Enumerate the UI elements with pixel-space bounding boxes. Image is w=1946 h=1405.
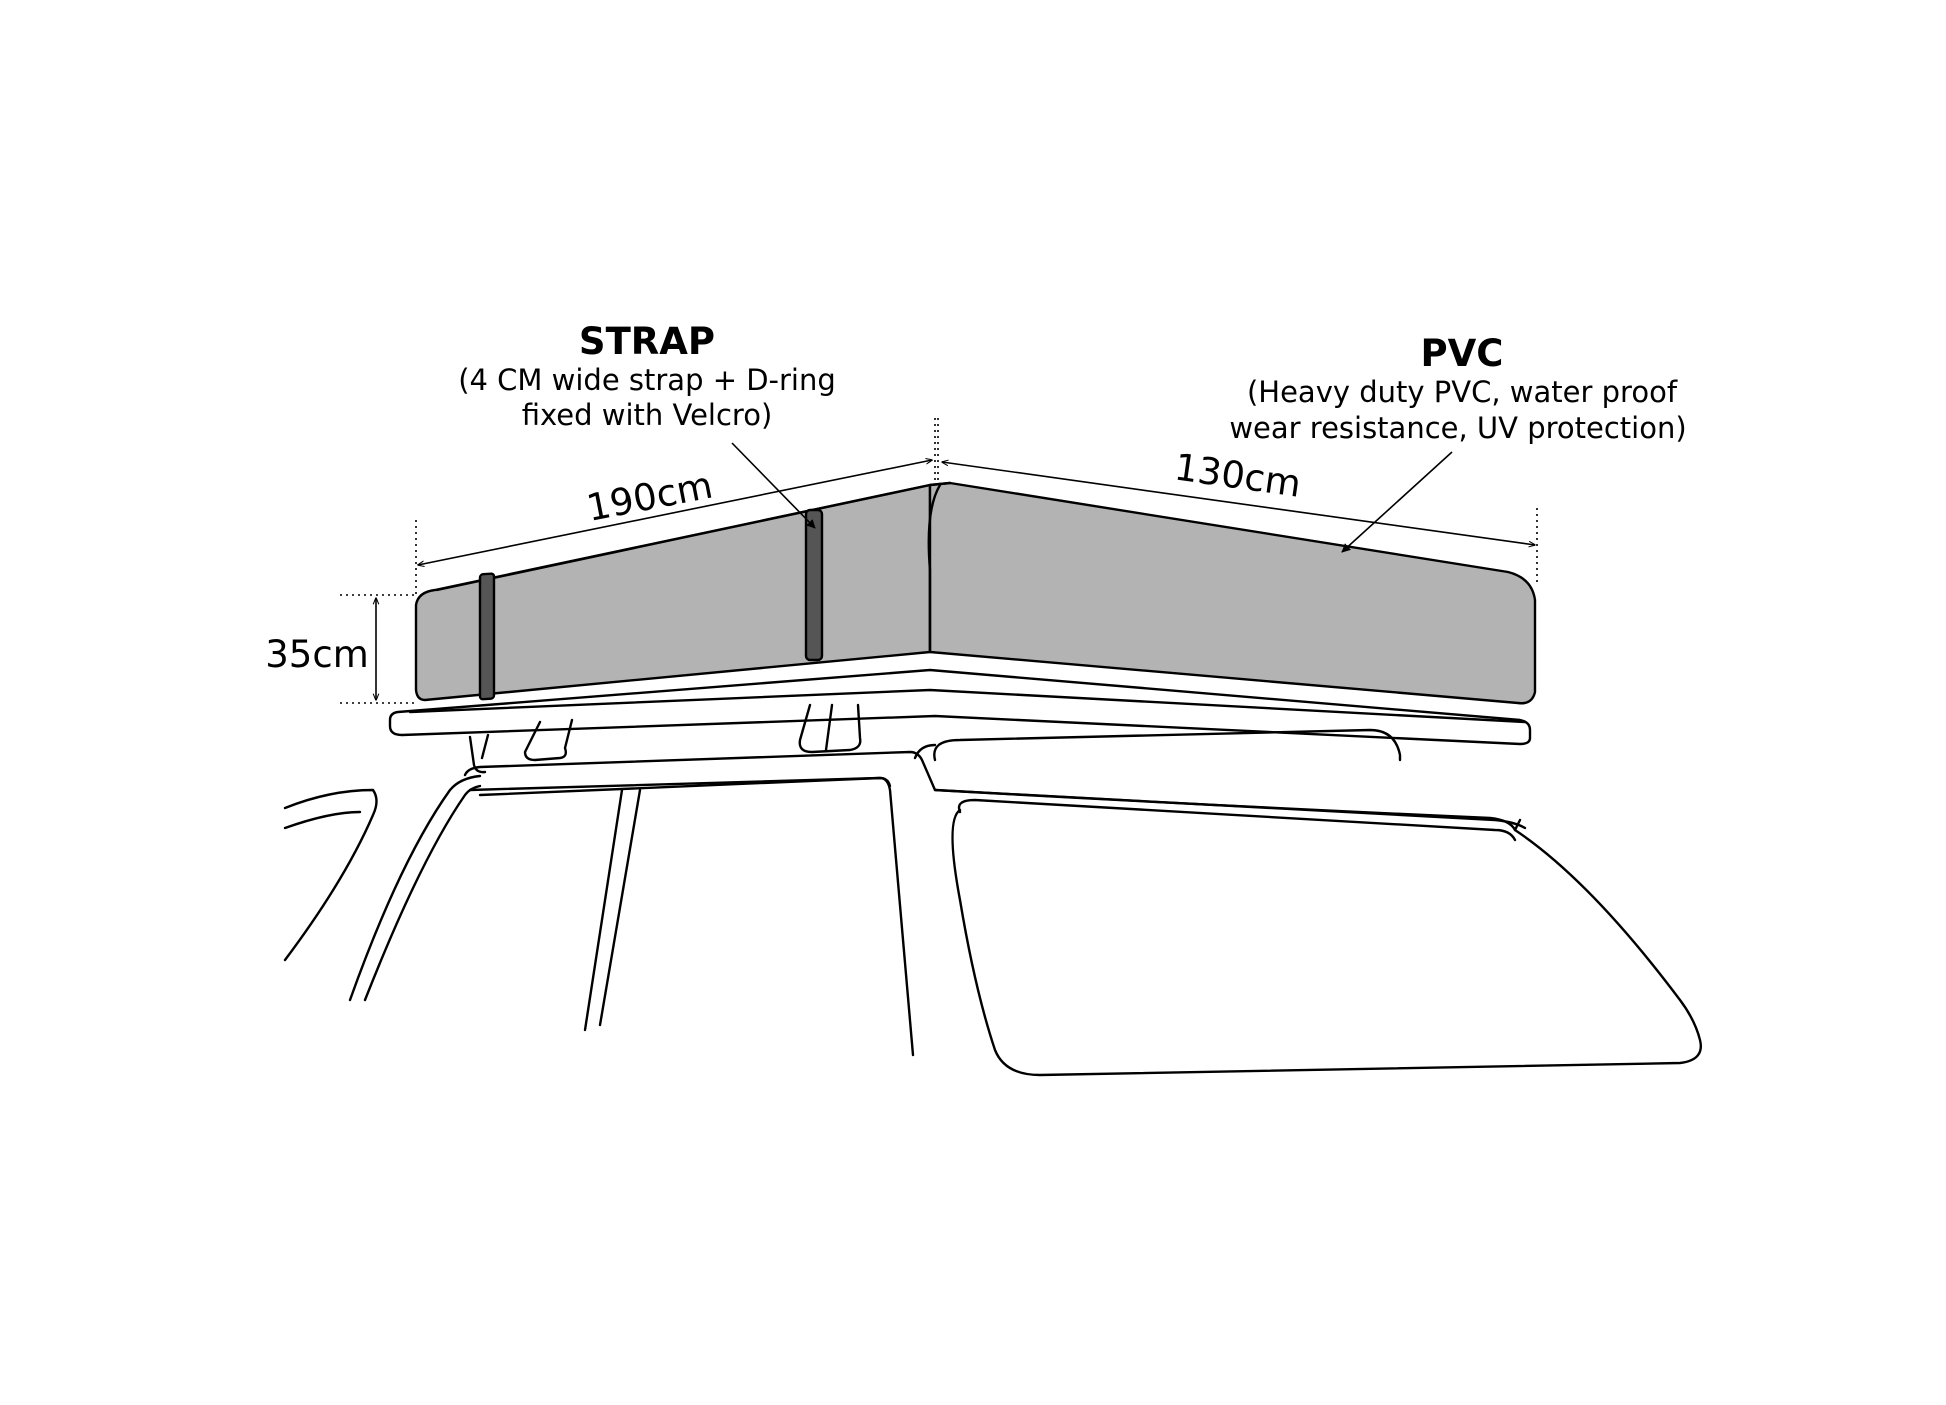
rack-leg-front-left-2 xyxy=(480,733,490,760)
strap-description-line-1: (4 CM wide strap + D-ring xyxy=(458,363,836,397)
rear-glass-edge xyxy=(1513,818,1522,832)
pvc-callout: PVC (Heavy duty PVC, water proof wear re… xyxy=(1229,332,1687,553)
rear-side-window xyxy=(957,798,1517,842)
strap-callout: STRAP (4 CM wide strap + D-ring fixed wi… xyxy=(458,320,836,529)
strap-title: STRAP xyxy=(579,320,715,363)
pvc-description-line-1: (Heavy duty PVC, water proof xyxy=(1247,375,1678,409)
strap-description-line-2: fixed with Velcro) xyxy=(522,398,773,432)
rack-foot-2-line xyxy=(824,703,834,752)
rack-platform-top-edge xyxy=(408,688,1527,724)
roof-rack xyxy=(388,668,1532,774)
pvc-title: PVC xyxy=(1421,332,1504,375)
bag-right-face xyxy=(928,481,1537,705)
rack-foot-1 xyxy=(523,718,574,762)
strap-1 xyxy=(478,572,496,701)
rack-foot-2 xyxy=(798,703,862,754)
car-a-pillar xyxy=(348,774,482,1002)
car-left-edge-line-2 xyxy=(283,810,362,830)
car-b-pillar xyxy=(583,788,624,1032)
strap-pointer-arrow xyxy=(731,442,816,529)
pvc-pointer-arrow xyxy=(1341,451,1453,553)
width-dim-line xyxy=(942,462,1535,545)
front-window xyxy=(478,776,915,1057)
length-dim-line xyxy=(418,460,932,565)
car-rear-roof xyxy=(933,788,1702,1077)
roof-rail xyxy=(933,728,1402,762)
strap-2 xyxy=(804,508,824,662)
car-outline xyxy=(283,750,1702,1077)
length-label: 190cm xyxy=(583,464,716,530)
rack-leg-front-left xyxy=(468,735,487,774)
pvc-description-line-2: wear resistance, UV protection) xyxy=(1229,411,1686,445)
dimension-height: 35cm xyxy=(265,594,415,704)
rack-platform xyxy=(388,668,1532,746)
car-left-edge-line xyxy=(283,788,378,962)
roof-rail-lower xyxy=(913,743,937,760)
car-a-pillar-inner xyxy=(363,784,482,1002)
roof-bag xyxy=(414,481,1537,705)
car-b-pillar-2 xyxy=(598,788,642,1027)
height-label: 35cm xyxy=(265,633,368,676)
